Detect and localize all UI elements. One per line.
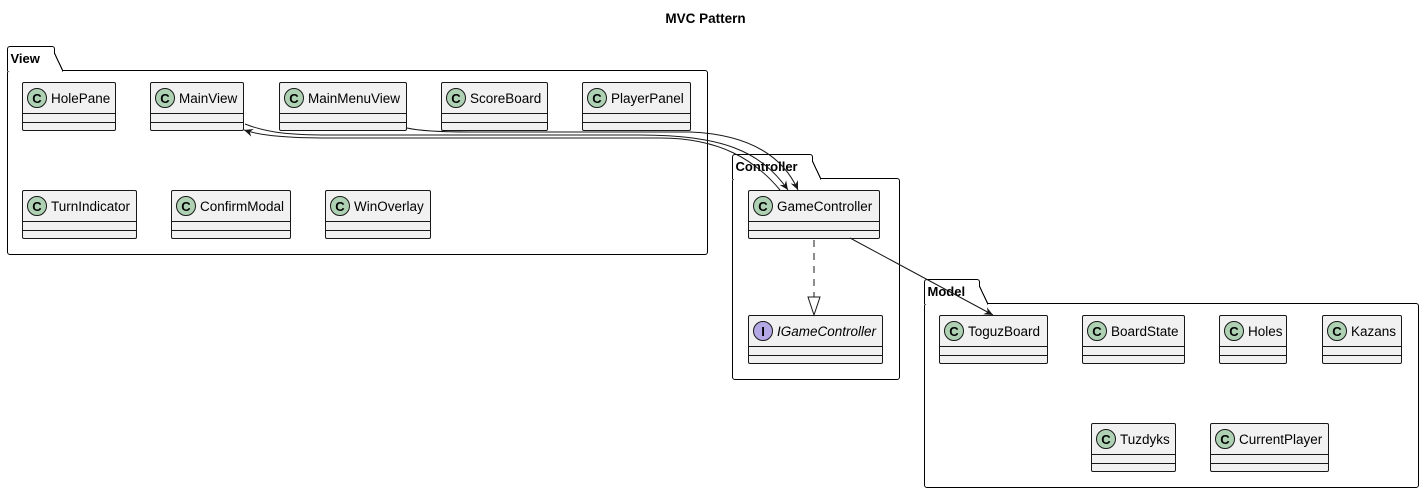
- class-name: HolePane: [51, 90, 111, 106]
- class-name: Holes: [1248, 323, 1283, 339]
- class-name: Tuzdyks: [1120, 431, 1170, 447]
- class-stereotype-icon: C: [753, 196, 773, 216]
- class-name: PlayerPanel: [611, 90, 684, 106]
- class-stereotype-icon: C: [27, 196, 47, 216]
- class-stereotype-icon: C: [1096, 429, 1116, 449]
- class-stereotype-icon: C: [587, 88, 607, 108]
- edge-mainmenuview-to-gamecontroller: [406, 127, 799, 191]
- class-stereotype-icon: C: [446, 88, 466, 108]
- class-stereotype-icon: C: [1215, 429, 1235, 449]
- class-stereotype-icon: C: [284, 88, 304, 108]
- interface-stereotype-icon: I: [753, 321, 773, 341]
- interface-name: IGameController: [777, 323, 877, 339]
- class-stereotype-icon: C: [1087, 321, 1107, 341]
- class-name: BoardState: [1111, 323, 1179, 339]
- class-stereotype-icon: C: [155, 88, 175, 108]
- class-name: MainView: [179, 90, 238, 106]
- edge-gamecontroller-to-mainview: [243, 129, 781, 191]
- class-name: ConfirmModal: [200, 198, 285, 214]
- package-view-label: View: [6, 46, 64, 72]
- class-stereotype-icon: C: [1224, 321, 1244, 341]
- class-name: GameController: [777, 198, 873, 214]
- edge-gamecontroller-to-toguzboard: [849, 237, 994, 316]
- class-name: ToguzBoard: [968, 323, 1041, 339]
- class-stereotype-icon: C: [944, 321, 964, 341]
- class-name: ScoreBoard: [470, 90, 542, 106]
- class-name: WinOverlay: [354, 198, 424, 214]
- diagram-title: MVC Pattern: [665, 11, 746, 26]
- class-stereotype-icon: C: [176, 196, 196, 216]
- class-stereotype-icon: C: [1327, 321, 1347, 341]
- realization-triangle: [807, 296, 821, 317]
- class-name: CurrentPlayer: [1239, 431, 1323, 447]
- class-stereotype-icon: C: [330, 196, 350, 216]
- class-name: MainMenuView: [308, 90, 401, 106]
- class-name: TurnIndicator: [51, 198, 131, 214]
- class-stereotype-icon: C: [27, 88, 47, 108]
- edge-mainview-to-gamecontroller: [244, 123, 789, 191]
- class-name: Kazans: [1351, 323, 1397, 339]
